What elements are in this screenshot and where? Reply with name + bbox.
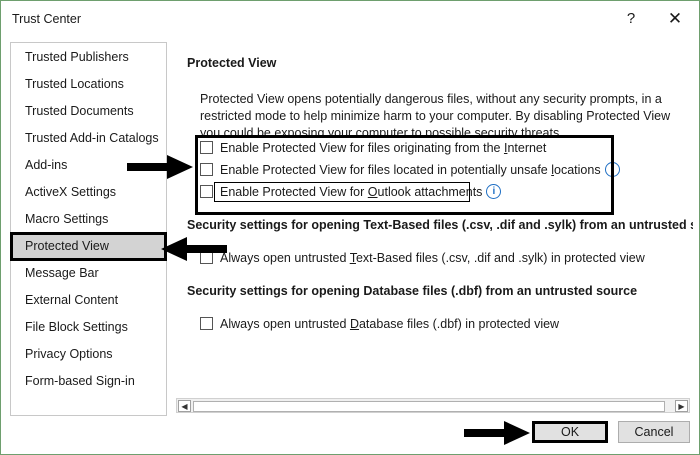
sidebar-item-activex-settings[interactable]: ActiveX Settings — [25, 185, 117, 199]
annotation-arrow-left-icon — [161, 237, 227, 261]
sidebar-item-protected-view[interactable]: Protected View — [10, 232, 167, 261]
scroll-left-icon[interactable]: ◀ — [178, 400, 191, 412]
title-bar: Trust Center ? ✕ — [1, 1, 699, 37]
section-title-protected-view: Protected View — [187, 56, 277, 70]
option-text-based-files[interactable]: Always open untrusted Text-Based files (… — [200, 249, 645, 267]
checkbox-internet-files[interactable] — [200, 141, 213, 155]
sidebar: Trusted Publishers Trusted Locations Tru… — [10, 42, 167, 416]
option-database-files[interactable]: Always open untrusted Database files (.d… — [200, 315, 559, 333]
close-button[interactable]: ✕ — [667, 9, 683, 28]
section-title-text-based-files: Security settings for opening Text-Based… — [187, 218, 693, 232]
sidebar-item-file-block-settings[interactable]: File Block Settings — [25, 320, 128, 334]
sidebar-item-trusted-add-in-catalogs[interactable]: Trusted Add-in Catalogs — [25, 131, 159, 145]
settings-panel: Protected View Protected View opens pote… — [173, 42, 693, 414]
sidebar-item-privacy-options[interactable]: Privacy Options — [25, 347, 113, 361]
sidebar-item-trusted-publishers[interactable]: Trusted Publishers — [25, 50, 129, 64]
sidebar-item-form-based-sign-in[interactable]: Form-based Sign-in — [25, 374, 135, 388]
option-outlook-attachments[interactable]: Enable Protected View for Outlook attach… — [200, 183, 502, 201]
section-title-database-files: Security settings for opening Database f… — [187, 284, 638, 298]
checkbox-outlook-attachments[interactable] — [200, 185, 213, 199]
cancel-button[interactable]: Cancel — [618, 421, 690, 443]
annotation-arrow-ok-icon — [464, 421, 530, 445]
checkbox-unsafe-locations[interactable] — [200, 163, 213, 177]
info-icon[interactable]: i — [486, 184, 502, 200]
sidebar-item-message-bar[interactable]: Message Bar — [25, 266, 99, 280]
ok-button[interactable]: OK — [532, 421, 608, 443]
option-internet-files[interactable]: Enable Protected View for files originat… — [200, 139, 546, 157]
option-unsafe-locations[interactable]: Enable Protected View for files located … — [200, 161, 620, 179]
checkbox-database-files[interactable] — [200, 317, 213, 331]
sidebar-item-add-ins[interactable]: Add-ins — [25, 158, 68, 172]
sidebar-item-macro-settings[interactable]: Macro Settings — [25, 212, 109, 226]
window-title: Trust Center — [12, 12, 82, 26]
scroll-thumb[interactable] — [193, 401, 665, 412]
sidebar-item-trusted-locations[interactable]: Trusted Locations — [25, 77, 124, 91]
info-icon[interactable]: i — [604, 162, 620, 178]
sidebar-item-trusted-documents[interactable]: Trusted Documents — [25, 104, 134, 118]
help-button[interactable]: ? — [626, 10, 636, 27]
sidebar-item-external-content[interactable]: External Content — [25, 293, 119, 307]
annotation-arrow-right-icon — [127, 155, 193, 179]
scroll-right-icon[interactable]: ▶ — [675, 400, 688, 412]
horizontal-scrollbar[interactable]: ◀ ▶ — [176, 398, 690, 413]
protected-view-description: Protected View opens potentially dangero… — [200, 92, 671, 135]
